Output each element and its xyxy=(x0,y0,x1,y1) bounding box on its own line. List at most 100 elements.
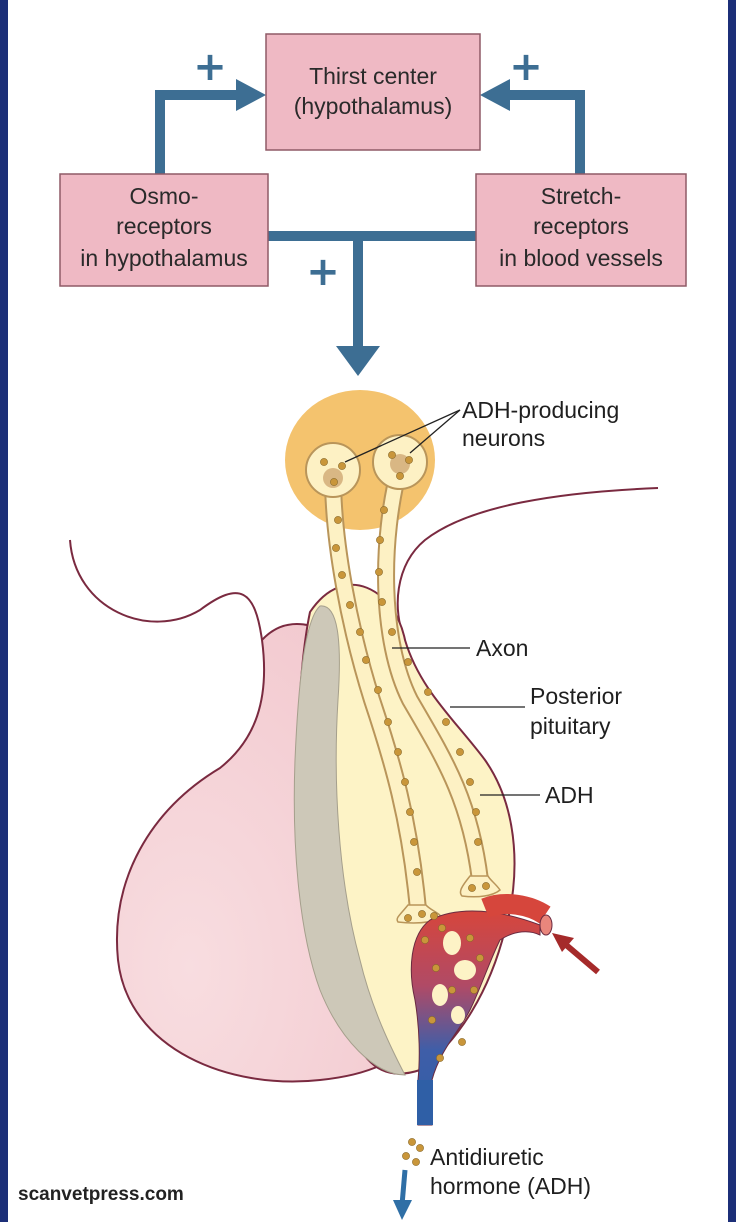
leader-lines xyxy=(344,409,540,796)
stretch-receptors-box: Stretch- receptors in blood vessels xyxy=(475,173,687,287)
plus-sign-right: + xyxy=(509,44,543,90)
anatomy-illustration xyxy=(69,390,659,1220)
blood-inflow-arrowhead xyxy=(552,933,574,952)
stretch-line-1: Stretch- xyxy=(541,183,622,209)
adh-granule xyxy=(380,506,388,514)
label-neurons-2: neurons xyxy=(462,425,545,451)
adh-granule xyxy=(388,628,396,636)
adh-granule xyxy=(456,748,464,756)
osmo-line-3: in hypothalamus xyxy=(80,245,248,271)
left-border-bar xyxy=(0,0,8,1222)
blood-inflow-arrow xyxy=(563,941,600,975)
adh-granule xyxy=(468,884,476,892)
arrowhead-stretch-to-thirst xyxy=(480,79,510,111)
adh-granule xyxy=(394,748,402,756)
tissue-outline-left xyxy=(69,539,263,641)
adh-granule xyxy=(405,456,413,464)
adh-granule xyxy=(378,598,386,606)
thirst-line-1: Thirst center xyxy=(309,63,437,89)
plus-sign-left: + xyxy=(193,44,227,90)
adh-granule xyxy=(412,1158,420,1166)
annotations: ADH-producing neurons Axon Posterior pit… xyxy=(18,397,622,1205)
adh-granule xyxy=(404,658,412,666)
adh-granule xyxy=(418,910,426,918)
neuron-nucleus-right xyxy=(390,454,410,474)
pituitary-cleft xyxy=(293,605,406,1076)
label-hormone-1: Antidiuretic xyxy=(430,1144,544,1170)
adh-granule xyxy=(448,986,456,994)
tissue-outline-right xyxy=(396,487,659,641)
adh-granule xyxy=(356,628,364,636)
leader-neurons-left xyxy=(344,409,461,463)
hormone-output-arrow xyxy=(399,1169,408,1206)
adh-granule xyxy=(320,458,328,466)
adh-granule xyxy=(436,1054,444,1062)
adh-granule xyxy=(402,1152,410,1160)
adh-granule xyxy=(338,571,346,579)
thirst-line-2: (hypothalamus) xyxy=(294,93,453,119)
adh-granule xyxy=(330,478,338,486)
adh-granule xyxy=(476,954,484,962)
adh-granule xyxy=(424,688,432,696)
label-posterior-1: Posterior xyxy=(530,683,622,709)
adh-granule xyxy=(334,516,342,524)
adh-granule xyxy=(401,778,409,786)
label-hormone-2: hormone (ADH) xyxy=(430,1173,591,1199)
flowchart: + + + Thirst center (hypothalamus) Osmo-… xyxy=(59,33,687,376)
arrow-stretch-to-thirst xyxy=(508,90,585,175)
stretch-line-2: receptors xyxy=(533,213,629,239)
adh-granule xyxy=(346,601,354,609)
label-axon: Axon xyxy=(476,635,528,661)
axon-right-fill xyxy=(379,458,487,887)
adh-granule xyxy=(388,451,396,459)
adh-granule xyxy=(410,838,418,846)
adh-granule xyxy=(332,544,340,552)
adh-granule xyxy=(374,686,382,694)
label-neurons-1: ADH-producing xyxy=(462,397,619,423)
stretch-line-3: in blood vessels xyxy=(499,245,663,271)
adh-granule xyxy=(384,718,392,726)
axon-terminal-right xyxy=(459,875,501,898)
plus-sign-bottom: + xyxy=(306,249,340,295)
adh-granule xyxy=(408,1138,416,1146)
adh-granule xyxy=(413,868,421,876)
adh-granule xyxy=(466,934,474,942)
adh-granule xyxy=(396,472,404,480)
adh-granule xyxy=(421,936,429,944)
osmo-line-2: receptors xyxy=(116,213,212,239)
adh-granule xyxy=(406,808,414,816)
artery-inflow xyxy=(481,894,551,924)
adh-granule xyxy=(470,986,478,994)
capillary-hole-2 xyxy=(454,960,476,980)
artery-opening xyxy=(539,914,553,936)
adh-granules xyxy=(320,451,490,1166)
arrowhead-osmo-to-thirst xyxy=(236,79,266,111)
adh-granule xyxy=(432,964,440,972)
osmo-line-1: Osmo- xyxy=(130,183,199,209)
label-posterior-2: pituitary xyxy=(530,713,611,739)
adh-granule xyxy=(376,536,384,544)
arrow-osmo-to-thirst xyxy=(155,90,238,175)
adh-granule xyxy=(458,1038,466,1046)
capillary-hole-3 xyxy=(432,984,448,1006)
leader-neurons-right xyxy=(409,409,461,454)
neuron-nucleus-left xyxy=(323,468,343,488)
adh-granule xyxy=(375,568,383,576)
adh-granule xyxy=(482,882,490,890)
adh-granule xyxy=(362,656,370,664)
adh-granule xyxy=(404,914,412,922)
adh-granule xyxy=(416,1144,424,1152)
adh-granule xyxy=(474,838,482,846)
thirst-center-box: Thirst center (hypothalamus) xyxy=(265,33,481,151)
hormone-output-arrowhead xyxy=(393,1200,412,1220)
label-adh: ADH xyxy=(545,782,594,808)
osmoreceptors-box: Osmo- receptors in hypothalamus xyxy=(59,173,269,287)
adh-granule xyxy=(338,462,346,470)
site-credit: scanvetpress.com xyxy=(18,1184,184,1205)
capillary-hole-4 xyxy=(451,1006,465,1024)
right-border-bar xyxy=(728,0,736,1222)
adh-granule xyxy=(472,808,480,816)
axon-left-fill xyxy=(325,463,425,917)
